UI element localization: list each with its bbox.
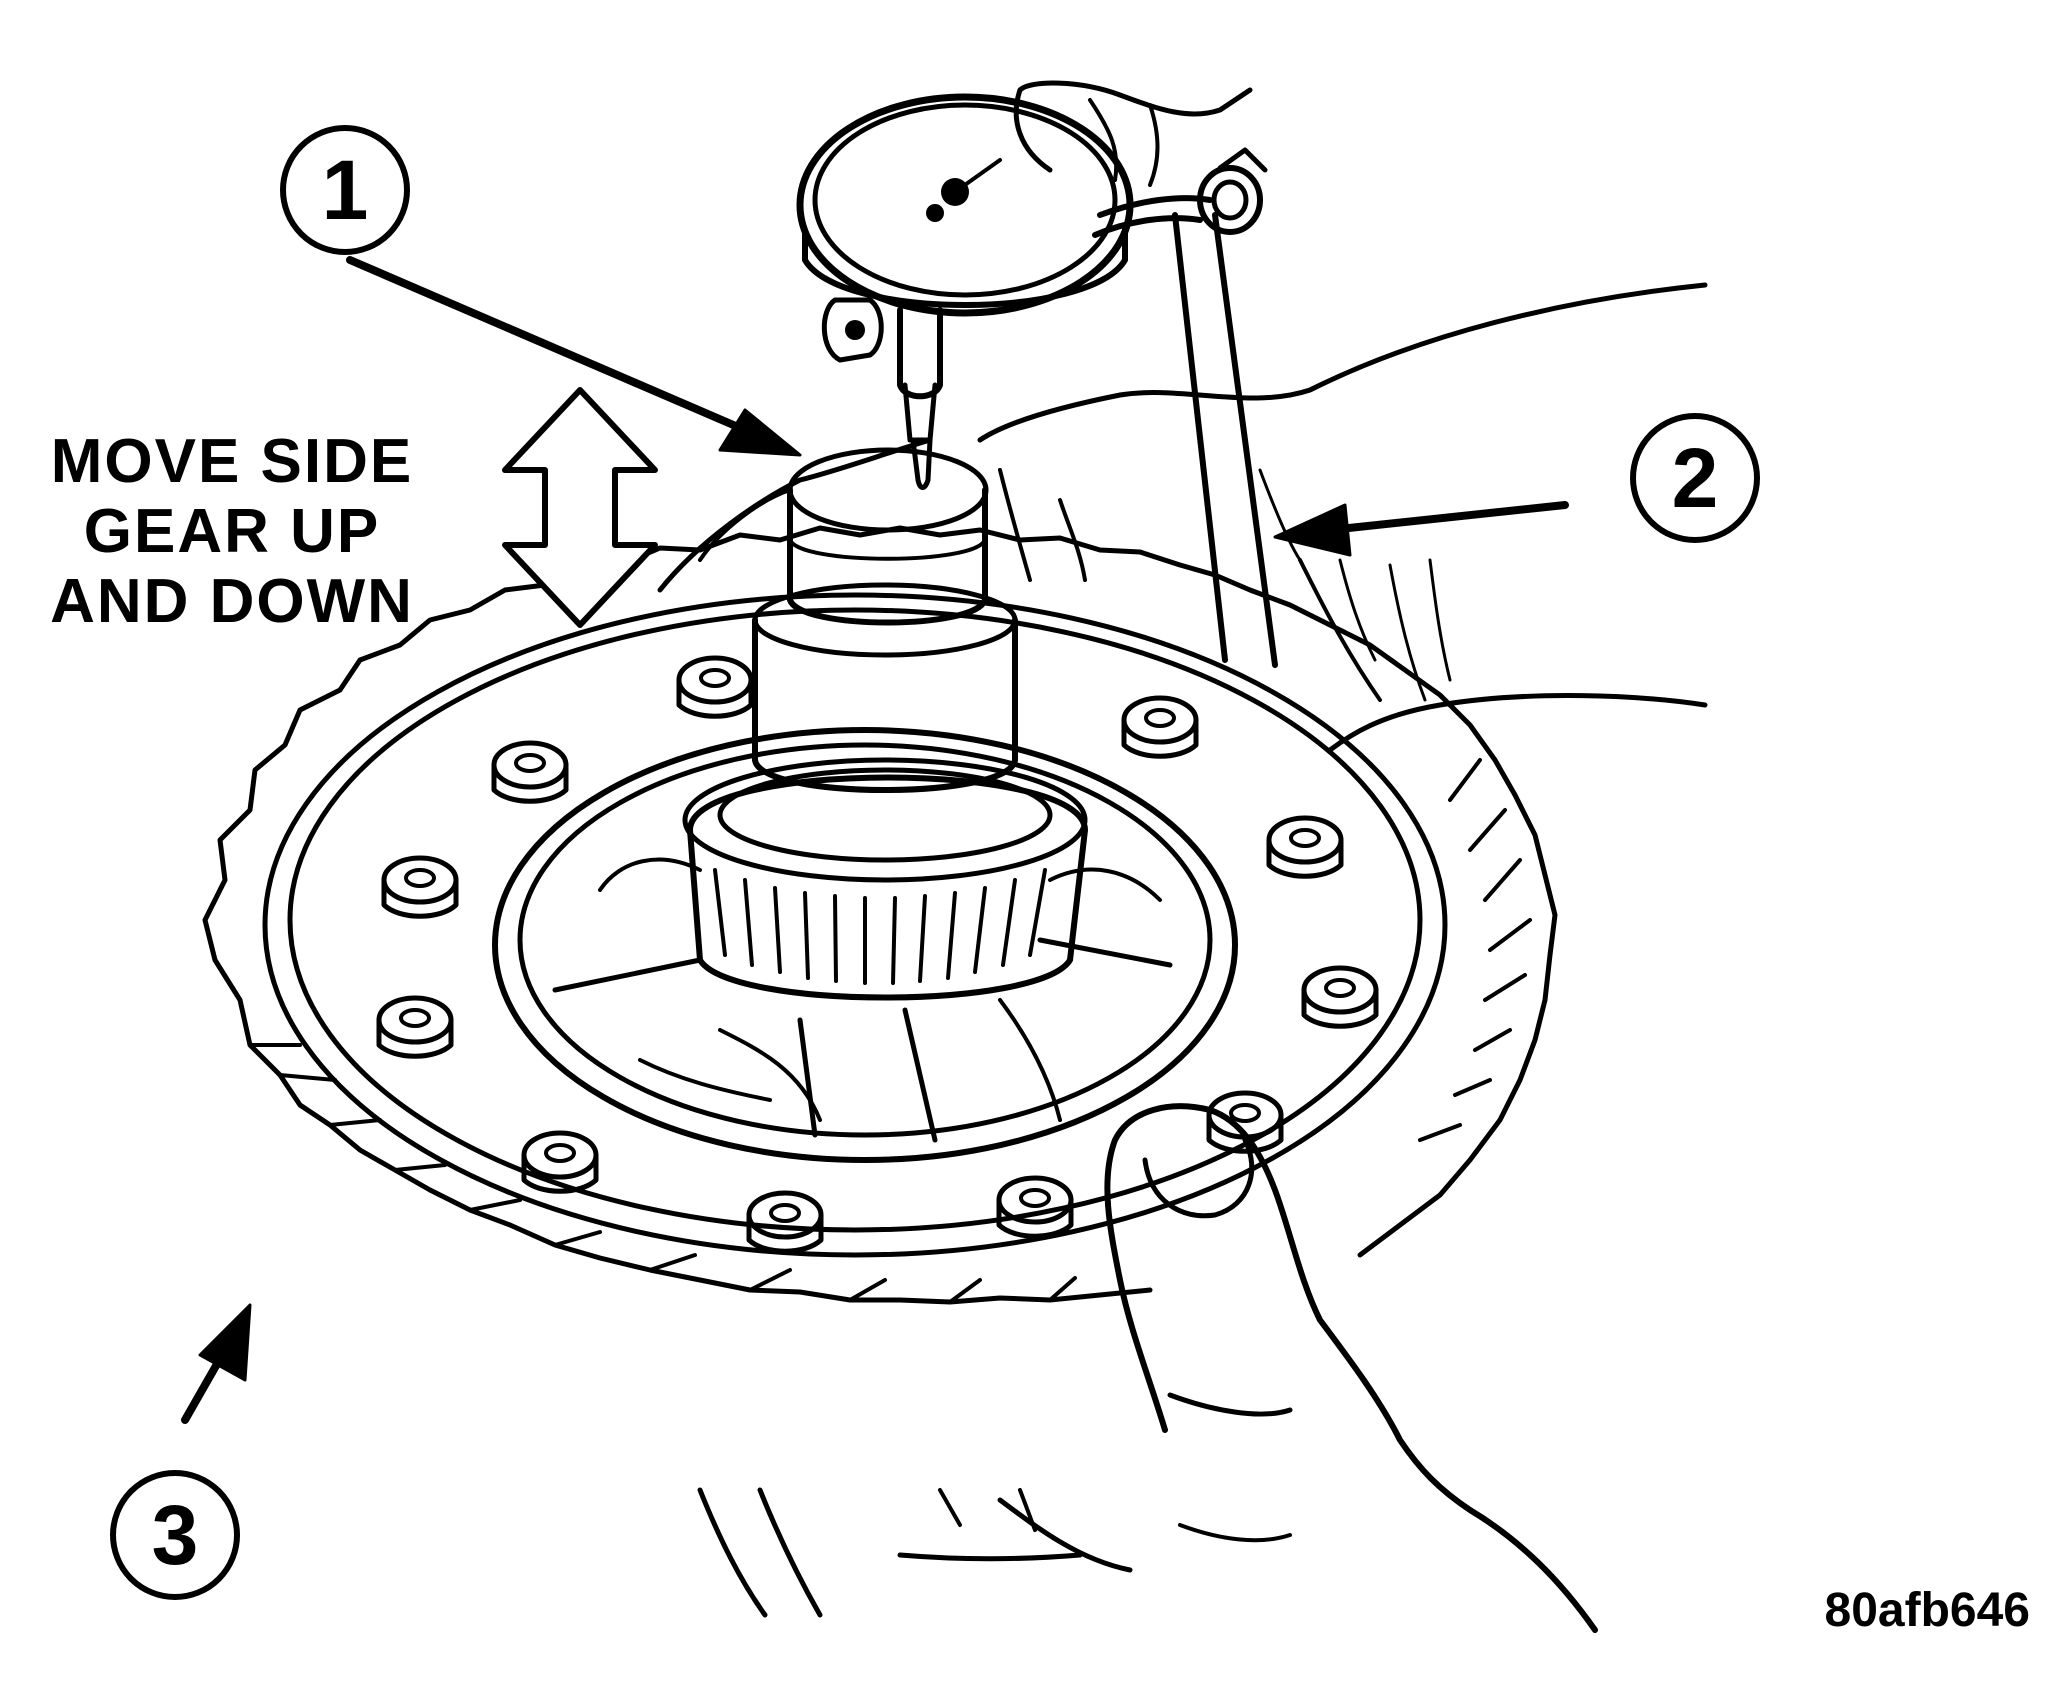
ring-gear (202, 525, 1558, 1305)
callout-2-number: 2 (1672, 431, 1719, 525)
hand-top-drawing (1013, 80, 1253, 187)
instruction-line-1: MOVE SIDE (51, 427, 414, 496)
callout-1-number: 1 (322, 143, 369, 237)
instruction-line-3: AND DOWN (50, 567, 414, 636)
leader-arrow-2 (1273, 501, 1569, 557)
callout-1: 1 (280, 125, 410, 255)
hand-bottom-drawing (697, 1103, 1598, 1633)
differential-carrier (492, 727, 1238, 1163)
side-gear-bearing-stack (682, 447, 1088, 1001)
double-arrow-up-down-icon (502, 387, 658, 628)
forearm-right-drawing (977, 282, 1708, 753)
ring-gear-bolts (376, 655, 1379, 1254)
dial-indicator (796, 93, 1278, 668)
callout-3-number: 3 (152, 1488, 199, 1582)
hand-left-drawing (657, 437, 1087, 593)
callout-2: 2 (1630, 413, 1760, 543)
figure-id: 80afb646 (1825, 1584, 2030, 1637)
instruction-line-2: GEAR UP (84, 497, 380, 566)
bearing-rollers (713, 868, 1047, 985)
callout-3: 3 (110, 1470, 240, 1600)
leader-arrow-3 (181, 1303, 252, 1424)
leader-arrow-1 (346, 256, 802, 457)
